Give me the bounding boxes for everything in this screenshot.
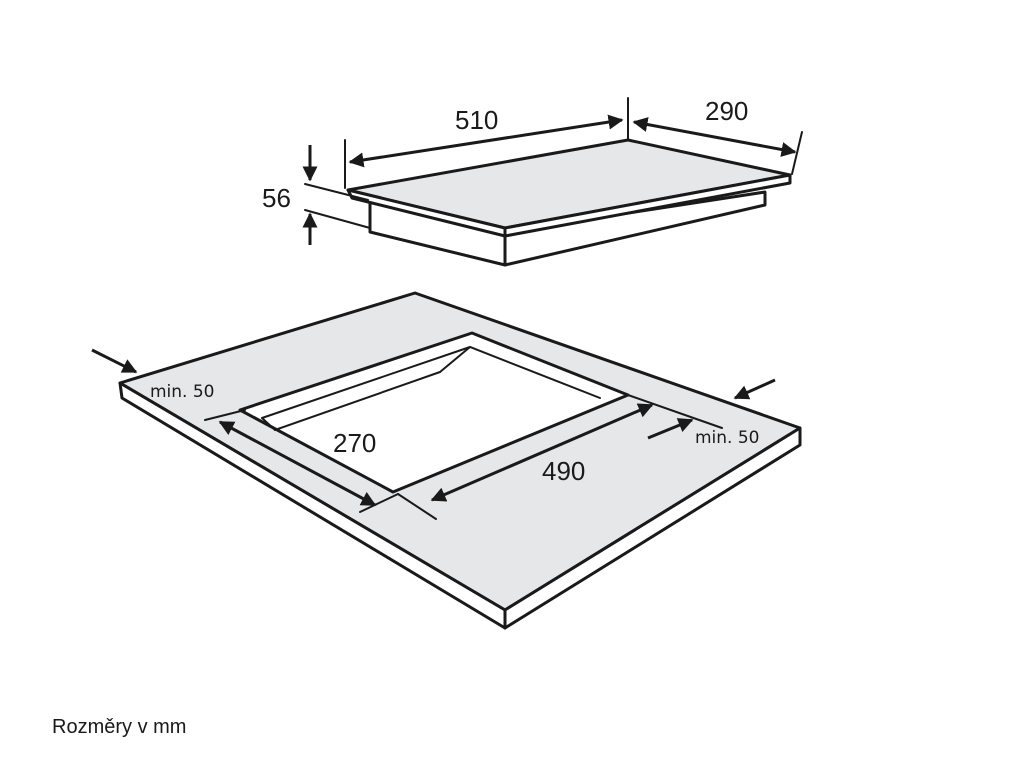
dim-line-290 xyxy=(632,117,797,157)
caption-units: Rozměry v mm xyxy=(52,716,187,738)
cutout-depth-label: 270 xyxy=(333,428,376,458)
cut-ext-bottom-b xyxy=(397,493,437,520)
countertop-side-edge xyxy=(503,426,802,630)
hob-depth-label: 290 xyxy=(705,96,748,126)
clearance-left-label: min. 50 xyxy=(150,382,215,402)
hob-ext-line-bottom-h xyxy=(304,209,371,229)
hob-ext-line-top-h xyxy=(304,183,369,201)
countertop-drawing: 270 490 min. 50 min. 50 xyxy=(91,291,802,630)
dim-line-270 xyxy=(218,420,377,507)
clearance-right-label: min. 50 xyxy=(695,428,760,448)
hob-glass-side-edge xyxy=(503,173,792,238)
dim-line-510 xyxy=(348,114,624,168)
hob-width-label: 510 xyxy=(455,105,498,135)
cut-ext-bottom-a xyxy=(359,493,399,513)
cutout-inner-wall-corner xyxy=(439,346,471,373)
hob-body-side xyxy=(503,190,767,267)
clearance-right-arrow-inner xyxy=(647,418,694,440)
hob-height-label: 56 xyxy=(262,183,291,213)
hob-drawing: 510 290 56 xyxy=(262,96,803,267)
hob-ext-line-right xyxy=(791,131,803,175)
dim-line-490 xyxy=(430,403,654,502)
clearance-right-arrow-outer xyxy=(733,378,776,400)
cutout-width-label: 490 xyxy=(542,456,585,486)
cut-ext-right xyxy=(627,394,723,429)
clearance-left-arrow xyxy=(91,348,138,374)
cut-ext-left xyxy=(204,409,246,421)
